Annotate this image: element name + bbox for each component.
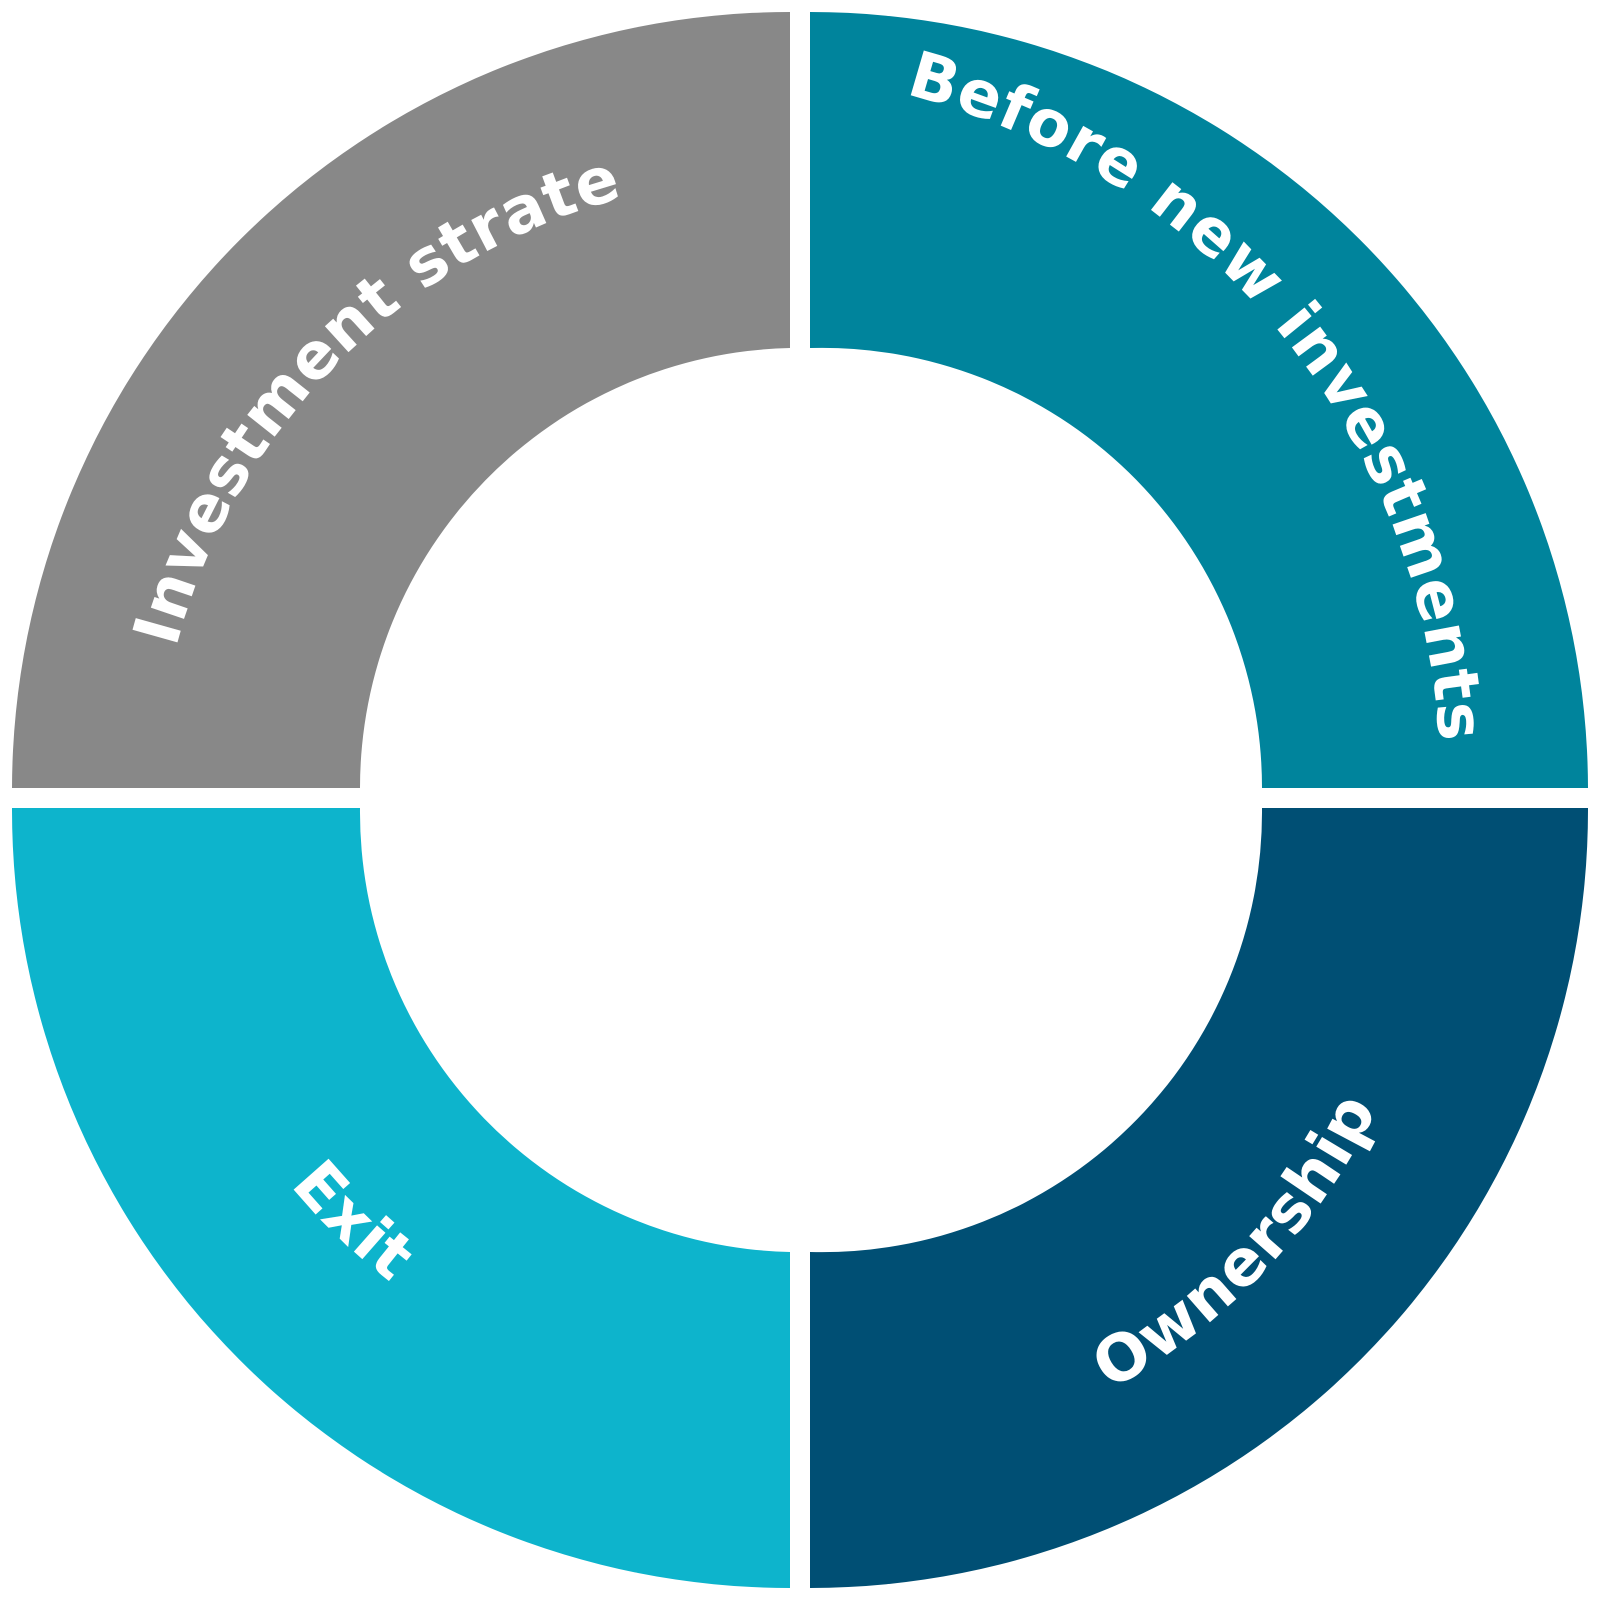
segment-investment-strategy (12, 12, 790, 788)
segment-ownership (810, 808, 1589, 1588)
segment-exit (11, 808, 791, 1588)
segment-before-new-investments (810, 11, 1588, 788)
